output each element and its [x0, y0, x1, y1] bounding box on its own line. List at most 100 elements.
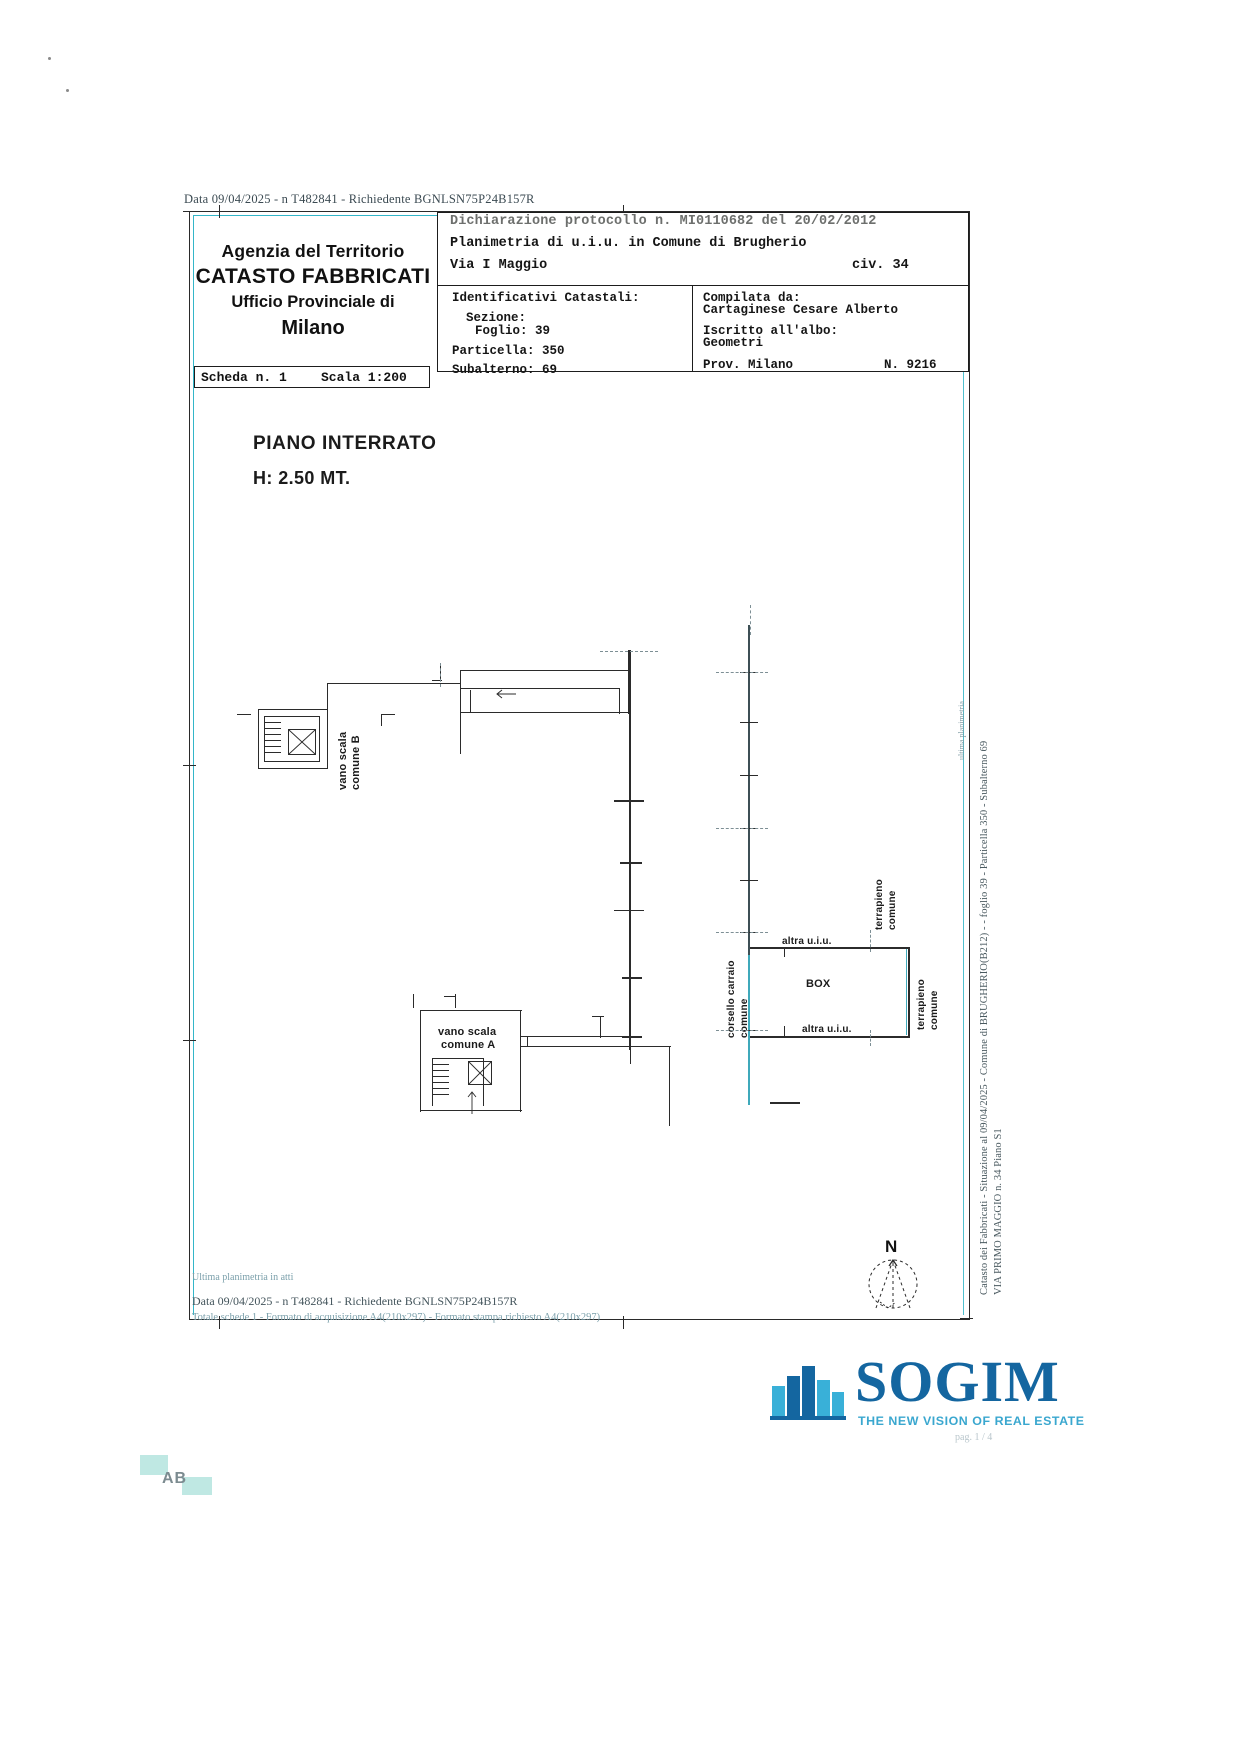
lift-shaft: [468, 1084, 492, 1085]
stair-arrow-icon: [467, 1091, 477, 1114]
side-caption-line-1: Catasto dei Fabbricati - Situazione al 0…: [979, 740, 990, 1295]
plan-wall: [327, 683, 329, 769]
plan-wall: [460, 712, 630, 714]
crop-tick: [183, 1040, 196, 1042]
plan-wall: [614, 800, 644, 803]
plan-wall: [444, 996, 456, 998]
lift-cross-icon: [288, 729, 316, 755]
plan-wall: [669, 1046, 671, 1126]
compiled-by-label: Compilata da:: [703, 291, 801, 305]
stair-tread: [433, 1088, 449, 1089]
plan-wall: [600, 1016, 602, 1038]
dimension-line: [716, 1030, 768, 1031]
vano-scala-a-label-2: comune A: [441, 1039, 496, 1051]
stair-tread: [433, 1076, 449, 1077]
floor-title: PIANO INTERRATO: [253, 433, 437, 454]
lift-shaft: [315, 729, 316, 755]
plan-wall: [483, 1058, 484, 1106]
ab-watermark: AB: [140, 1455, 218, 1497]
stair-tread: [433, 1070, 449, 1071]
lift-shaft: [468, 1061, 469, 1085]
altra-uiu-top-label: altra u.i.u.: [782, 936, 832, 947]
compass-icon: [868, 1258, 918, 1309]
plan-wall: [527, 1037, 529, 1046]
plan-wall: [740, 722, 758, 724]
sogim-wordmark: SOGIM: [855, 1349, 1060, 1414]
plan-wall: [470, 690, 472, 712]
plan-wall: [432, 1058, 433, 1106]
lift-shaft: [288, 754, 316, 755]
foglio-field: Foglio: 39: [475, 324, 551, 338]
stair-tread: [265, 728, 281, 729]
civic-number: civ. 34: [852, 258, 909, 273]
plan-wall: [381, 714, 395, 716]
scan-speck: [48, 57, 51, 60]
terrapieno-right-label-1: terrapieno: [916, 979, 927, 1030]
side-caption-line-2: VIA PRIMO MAGGIO n. 34 Piano S1: [993, 1128, 1004, 1295]
vano-scala-b-label-1: vano scala: [337, 731, 349, 790]
plan-wall: [420, 1010, 422, 1112]
terrapieno-top-label-2: comune: [887, 890, 898, 930]
cyan-right-rule: [963, 215, 964, 1315]
scan-speck: [66, 89, 69, 92]
ab-label: AB: [162, 1470, 188, 1487]
stair-tread: [265, 740, 281, 741]
registered-label: Iscritto all'albo:: [703, 324, 839, 338]
agency-line-1: Agenzia del Territorio: [221, 241, 405, 261]
plan-wall: [620, 862, 642, 864]
agency-line-3: Ufficio Provinciale di: [231, 293, 395, 311]
plan-wall: [521, 1046, 671, 1048]
lift-shaft: [468, 1061, 492, 1062]
footer-line-2: Data 09/04/2025 - n T482841 - Richiedent…: [192, 1294, 518, 1308]
plan-wall-corsello: [748, 625, 750, 955]
crop-tick: [219, 1316, 221, 1329]
plan-wall: [622, 977, 642, 979]
plan-wall: [264, 716, 265, 762]
plan-wall: [614, 910, 644, 912]
altra-uiu-bottom-label: altra u.i.u.: [802, 1024, 852, 1035]
crop-tick: [623, 1316, 625, 1329]
vano-scala-b-label-2: comune B: [350, 735, 362, 790]
box-label: BOX: [806, 978, 831, 990]
stair-tread: [265, 722, 281, 723]
plan-wall: [630, 1046, 632, 1064]
compass-north-label: N: [885, 1237, 898, 1256]
registry-number: N. 9216: [884, 358, 937, 372]
street-line: Via I Maggio: [450, 258, 548, 273]
sogim-building-icon: [770, 1366, 846, 1420]
page-note: pag. 1 / 4: [955, 1432, 993, 1443]
vano-scala-a-label-1: vano scala: [438, 1026, 497, 1038]
header-divider-v: [692, 285, 693, 372]
plan-wall: [258, 768, 328, 770]
plan-wall-box: [750, 947, 910, 949]
agency-block: Agenzia del Territorio CATASTO FABBRICAT…: [190, 212, 436, 372]
agency-line-4: Milano: [281, 317, 345, 339]
plan-wall: [420, 1010, 522, 1012]
plan-wall: [258, 709, 260, 769]
lift-cross-icon: [468, 1061, 492, 1085]
header-divider-h: [437, 285, 969, 286]
crop-tick: [960, 1318, 973, 1320]
side-caption-watermark: ultima planimetria: [957, 701, 966, 760]
floor-height: H: 2.50 MT.: [253, 468, 351, 488]
plan-wall: [460, 688, 620, 690]
plan-wall: [319, 716, 320, 762]
province-field: Prov. Milano: [703, 358, 794, 372]
crop-tick: [219, 205, 221, 218]
plan-wall: [432, 1058, 484, 1059]
agency-line-2: CATASTO FABBRICATI: [195, 265, 431, 288]
plan-wall: [455, 994, 457, 1008]
subalterno-field: Subalterno: 69: [452, 363, 558, 377]
plan-wall: [628, 650, 630, 714]
header-info-table: [437, 212, 969, 372]
dimension-line: [716, 672, 768, 673]
plan-wall: [413, 994, 415, 1008]
arrow-left-icon: [496, 689, 516, 699]
plan-wall: [770, 1102, 800, 1104]
corsello-label-2: comune: [739, 998, 750, 1038]
dimension-line: [870, 1030, 871, 1046]
dimension-line: [440, 663, 441, 687]
stair-tread: [265, 734, 281, 735]
plan-wall: [460, 670, 630, 672]
plan-wall: [740, 880, 758, 882]
